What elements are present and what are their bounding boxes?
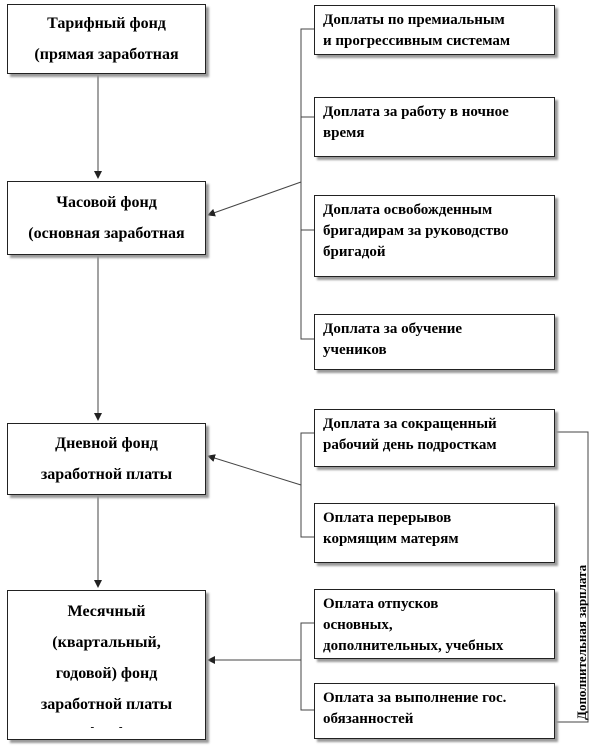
teen-shortday-line-2: рабочий день подросткам <box>323 437 497 453</box>
tariff-fund-line-2: (прямая заработная <box>34 46 179 63</box>
hourly-fund-line-1: Часовой фонд <box>56 194 157 211</box>
state-duties-box: Оплата за выполнение гос. обязанностей <box>314 683 555 739</box>
nursing-breaks-line-2: кормящим матерям <box>323 531 459 547</box>
monthly-fund-line-3: годовой) фонд <box>55 665 158 682</box>
teen-shortday-box: Доплата за сокращенный рабочий день подр… <box>314 409 555 467</box>
arrow-group2-to-daily <box>207 454 302 486</box>
nursing-breaks-box: Оплата перерывов кормящим матерям <box>314 503 555 563</box>
extra-pay-side-label: Дополнительная зарплата <box>574 564 589 720</box>
night-work-line-2: время <box>323 125 365 141</box>
monthly-fund-line-1: Месячный <box>67 603 146 620</box>
monthly-fund-line-5: - - <box>90 721 123 733</box>
arrow-group1-to-hourly <box>207 181 302 217</box>
tariff-fund-line-1: Тарифный фонд <box>47 15 166 32</box>
monthly-fund-line-4: заработной платы <box>40 696 173 713</box>
tariff-fund-box: Тарифный фонд (прямая заработная <box>7 4 206 74</box>
vacations-box: Оплата отпусков основных, дополнительных… <box>314 589 555 659</box>
apprentice-training-box: Доплата за обучение учеников <box>314 314 555 370</box>
night-work-line-1: Доплата за работу в ночное <box>323 104 509 120</box>
bracket-extra-pay <box>556 431 589 723</box>
foremen-box: Доплата освобожденным бригадирам за руко… <box>314 195 555 277</box>
foremen-line-3: бригадой <box>323 244 386 260</box>
premium-bonus-line-2: и прогрессивным системам <box>323 33 511 49</box>
vacations-line-3: дополнительных, учебных <box>323 638 504 654</box>
nursing-breaks-line-1: Оплата перерывов <box>323 510 452 526</box>
monthly-fund-box: Месячный (квартальный, годовой) фонд зар… <box>7 590 206 740</box>
bracket-group-2 <box>300 432 314 538</box>
premium-bonus-line-1: Доплаты по премиальным <box>323 12 505 28</box>
apprentice-training-line-2: учеников <box>323 342 387 358</box>
hourly-fund-line-2: (основная заработная <box>28 225 185 242</box>
monthly-fund-line-2: (квартальный, <box>52 634 161 651</box>
daily-fund-box: Дневной фонд заработной платы <box>7 423 206 495</box>
foremen-line-2: бригадирам за руководство <box>323 223 509 239</box>
daily-fund-line-2: заработной платы <box>40 466 173 483</box>
bracket-group-1 <box>300 28 314 340</box>
apprentice-training-line-1: Доплата за обучение <box>323 321 463 337</box>
state-duties-line-2: обязанностей <box>323 711 414 727</box>
night-work-box: Доплата за работу в ночное время <box>314 97 555 157</box>
vacations-line-2: основных, <box>323 617 393 633</box>
daily-fund-line-1: Дневной фонд <box>55 435 158 452</box>
bracket-group-3 <box>300 622 314 711</box>
teen-shortday-line-1: Доплата за сокращенный <box>323 416 497 432</box>
vacations-line-1: Оплата отпусков <box>323 596 439 612</box>
foremen-line-1: Доплата освобожденным <box>323 202 493 218</box>
state-duties-line-1: Оплата за выполнение гос. <box>323 690 507 706</box>
hourly-fund-box: Часовой фонд (основная заработная <box>7 181 206 255</box>
premium-bonus-box: Доплаты по премиальным и прогрессивным с… <box>314 5 555 55</box>
